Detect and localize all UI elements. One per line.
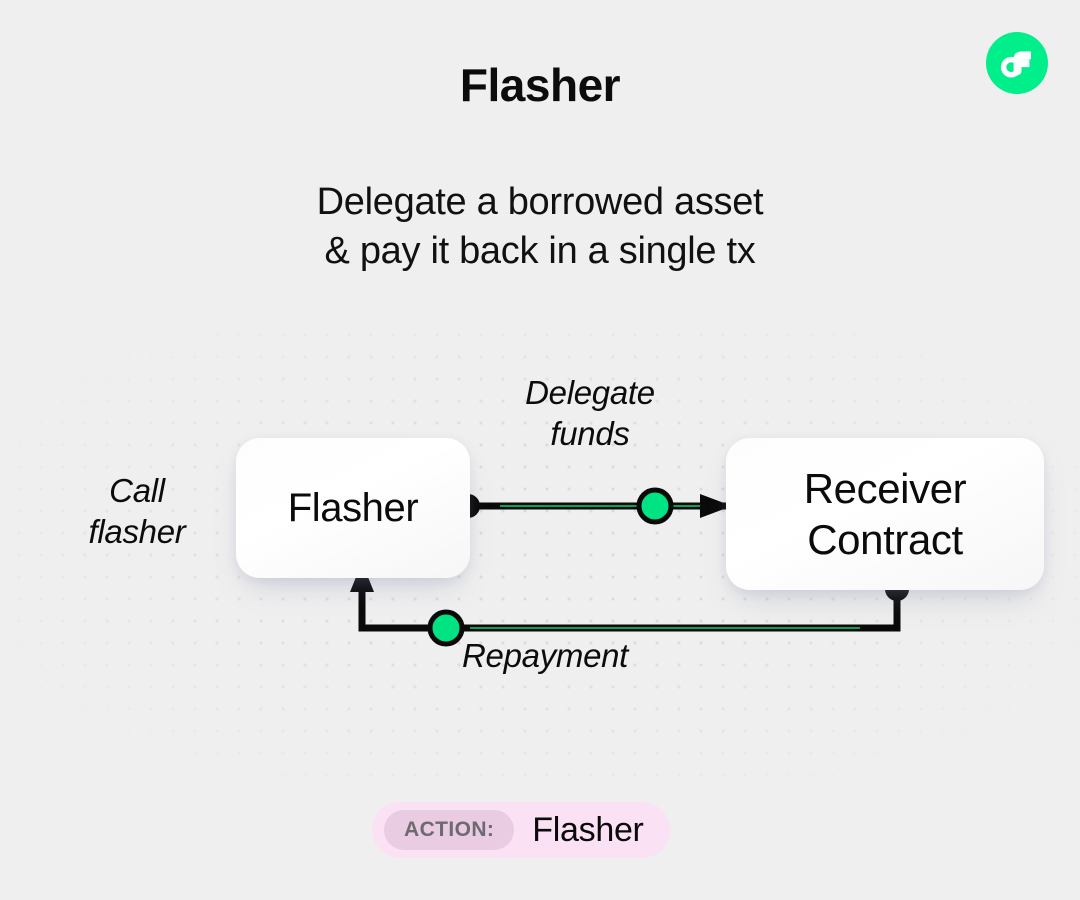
flow-logo-badge xyxy=(986,32,1048,94)
delegate-funds-node-marker xyxy=(636,487,674,525)
node-flasher[interactable]: Flasher xyxy=(236,438,470,578)
flow-diagram: Flasher Receiver Contract Call flasher D… xyxy=(0,330,1080,750)
delegate-funds-arrowhead xyxy=(700,494,732,518)
label-call-flasher: Call flasher xyxy=(88,472,186,551)
action-badge-value: Flasher xyxy=(532,810,644,849)
page-title: Flasher xyxy=(459,59,621,111)
action-badge-key: ACTION: xyxy=(384,810,515,850)
label-repayment: Repayment xyxy=(462,637,629,674)
page-subtitle: Delegate a borrowed asset & pay it back … xyxy=(316,181,764,273)
label-delegate-funds: Delegate funds xyxy=(525,374,655,453)
action-badge: ACTION: Flasher xyxy=(372,802,670,858)
node-receiver-contract-label: Receiver Contract xyxy=(803,464,967,563)
repayment-node-marker xyxy=(427,609,465,647)
flow-logo-icon xyxy=(1000,51,1031,78)
node-flasher-label: Flasher xyxy=(287,485,419,530)
node-receiver-contract[interactable]: Receiver Contract xyxy=(726,438,1044,590)
